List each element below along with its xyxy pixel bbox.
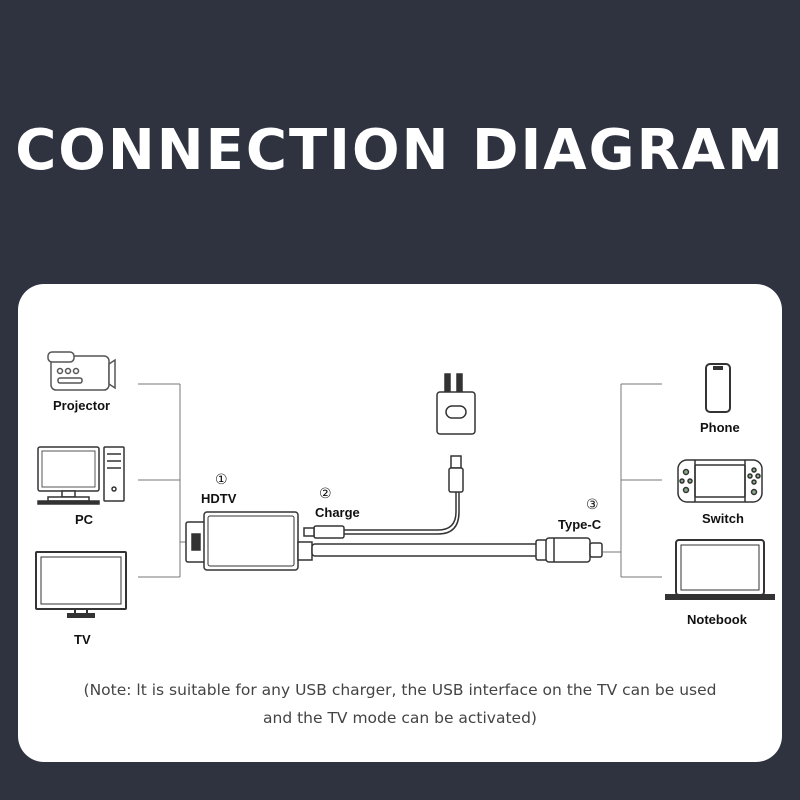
type-c-connector-icon [535,537,603,563]
notebook-icon [665,539,775,600]
note-line-1: (Note: lt is suitable for any USB charge… [83,681,717,699]
right-bracket [603,383,662,578]
phone-icon [705,363,731,413]
connection-diagram: Projector PC TV [35,351,775,647]
typec-number: ③ [586,497,599,513]
hdtv-number: ① [215,472,228,488]
usb-connector-icon [448,455,464,493]
projector-icon [47,351,116,391]
charge-number: ② [319,486,332,502]
typec-label: Type-C [558,517,602,532]
tv-icon [35,551,127,618]
note-line-2: and the TV mode can be activated) [263,709,537,727]
diagram-card: Projector PC TV [18,284,782,762]
pc-label: PC [75,512,94,527]
projector-label: Projector [53,398,110,413]
charge-cable-inner [343,492,460,535]
hdmi-connector-icon [185,511,313,571]
charge-plug [303,525,345,539]
charge-label: Charge [315,505,360,520]
page-title: CONNECTION DIAGRAM [15,118,785,183]
main-cable [311,543,543,557]
charger-icon [436,373,476,435]
switch-label: Switch [702,511,744,526]
pc-icon [37,446,125,505]
phone-label: Phone [700,420,740,435]
hdtv-label: HDTV [201,491,237,506]
notebook-label: Notebook [687,612,748,627]
charge-cable [343,492,457,531]
switch-icon [677,459,763,503]
note-text: (Note: lt is suitable for any USB charge… [48,676,752,732]
tv-label: TV [74,632,91,647]
